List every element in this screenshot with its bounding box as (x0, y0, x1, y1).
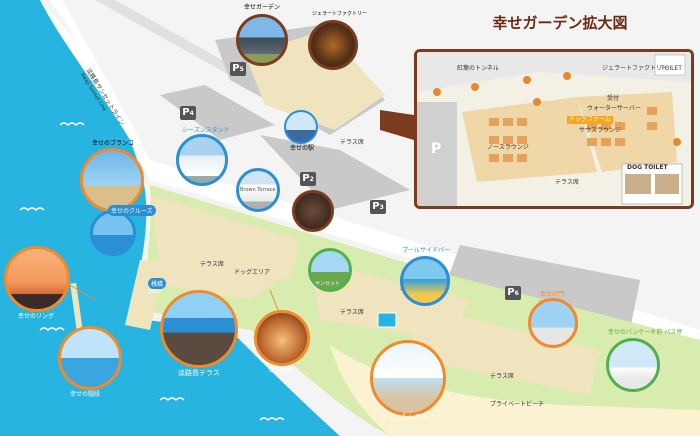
inset-drawing (417, 52, 691, 206)
caption-swing: 幸せのブランコ (92, 140, 135, 147)
label-terrace-4: テラス席 (340, 139, 364, 146)
inset-parking: P (431, 141, 442, 157)
photo-gelato (308, 20, 358, 70)
parking-3-letter: P (372, 201, 380, 212)
inset-pointer (380, 110, 414, 140)
caption-cafe: カフェ＆レストラン (380, 413, 443, 421)
photo-brown-terrace (236, 168, 280, 212)
parking-2: P2 (300, 172, 316, 186)
label-terrace-2: テラス席 (340, 309, 364, 316)
caption-happy-bell: 幸せの鐘 (268, 367, 293, 374)
caption-season-stand: シーズンスタンド (182, 127, 230, 134)
photo-sunset (308, 248, 352, 292)
parking-2-letter: P (302, 173, 310, 184)
photo-ring (4, 246, 70, 312)
inset-registration: 受付 (607, 95, 620, 102)
caption-pier-gate: 幸せの門 (540, 291, 565, 298)
photo-swing (80, 148, 144, 212)
label-terrace-3: テラス席 (490, 373, 514, 380)
parking-5: P5 (230, 62, 246, 76)
caption-pool-bar: プールサイドバー (402, 247, 451, 254)
parking-2-number: 2 (309, 176, 314, 183)
photo-cafe (370, 340, 446, 416)
photo-happy-garden (236, 14, 288, 66)
pier-label-en: Jetty (150, 289, 162, 295)
caption-ring: 幸せのリング (18, 313, 55, 320)
photo-pool-bar (400, 256, 450, 306)
photo-cruise (90, 210, 136, 256)
label-dog-area: ドッグエリア (234, 269, 271, 276)
inset-south-lounge: サウスラウンジ (579, 127, 622, 134)
parking-6: P6 (505, 286, 521, 300)
parking-4: P4 (180, 106, 196, 120)
inset-north-lounge: ノースラウンジ (487, 144, 529, 151)
inset-title: 幸せガーデン拡大図 (492, 14, 628, 32)
label-private-beach: プライベートビーチ (490, 401, 545, 408)
parking-4-letter: P (182, 107, 190, 118)
caption-cruise: 幸せのクルーズ (108, 205, 156, 216)
caption-sunset: サンセット (315, 281, 341, 287)
photo-pier-gate (528, 298, 578, 348)
photo-season-stand (176, 134, 228, 186)
photo-sign (292, 190, 334, 232)
photo-happy-station (284, 110, 318, 144)
pool (377, 312, 397, 328)
inset-tunnel: 紅葉のトンネル (457, 65, 499, 72)
pier-label: 桟橋 (148, 278, 167, 289)
caption-brown-terrace: Brown Terrace (240, 187, 276, 193)
inset-terrace: テラス席 (555, 179, 579, 186)
inset-map: P 紅葉のトンネル ジェラートファクトリー ノースラウンジ サウスラウンジ テラ… (414, 49, 694, 209)
caption-happy-station: 幸せの駅 (290, 145, 315, 152)
caption-stairs: 幸せの階段 (70, 391, 101, 398)
parking-4-number: 4 (189, 110, 194, 117)
photo-happy-bell (254, 310, 310, 366)
parking-3: P3 (370, 200, 386, 214)
parking-6-number: 6 (514, 290, 519, 297)
caption-awaji-terrace: 淡路島テラス (178, 369, 220, 377)
photo-stairs (58, 326, 122, 390)
label-terrace-1: テラス席 (200, 261, 224, 268)
waves (19, 122, 285, 421)
parking-5-letter: P (232, 63, 240, 74)
beach (330, 345, 700, 436)
inset-dog-toilet: DOG TOILET (627, 164, 668, 171)
caption-gelato: ジェラートファクトリー (312, 11, 368, 17)
photo-awaji-terrace (160, 290, 238, 368)
inset-water-server: ウォーターサーバー (587, 105, 641, 112)
caption-happy-garden: 幸せガーデン (244, 4, 281, 11)
parking-3-number: 3 (379, 204, 384, 211)
photo-bus-stop (606, 338, 660, 392)
inset-gelato: ジェラートファクトリー (602, 65, 669, 72)
caption-bus-stop: 幸せのパンケーキ前 バス停 (608, 329, 683, 336)
parking-5-number: 5 (239, 66, 244, 73)
parking-6-letter: P (507, 287, 515, 298)
inset-caution: ドッグファーム (567, 116, 613, 124)
inset-toilet: TOILET (661, 65, 682, 72)
paths (125, 195, 600, 395)
